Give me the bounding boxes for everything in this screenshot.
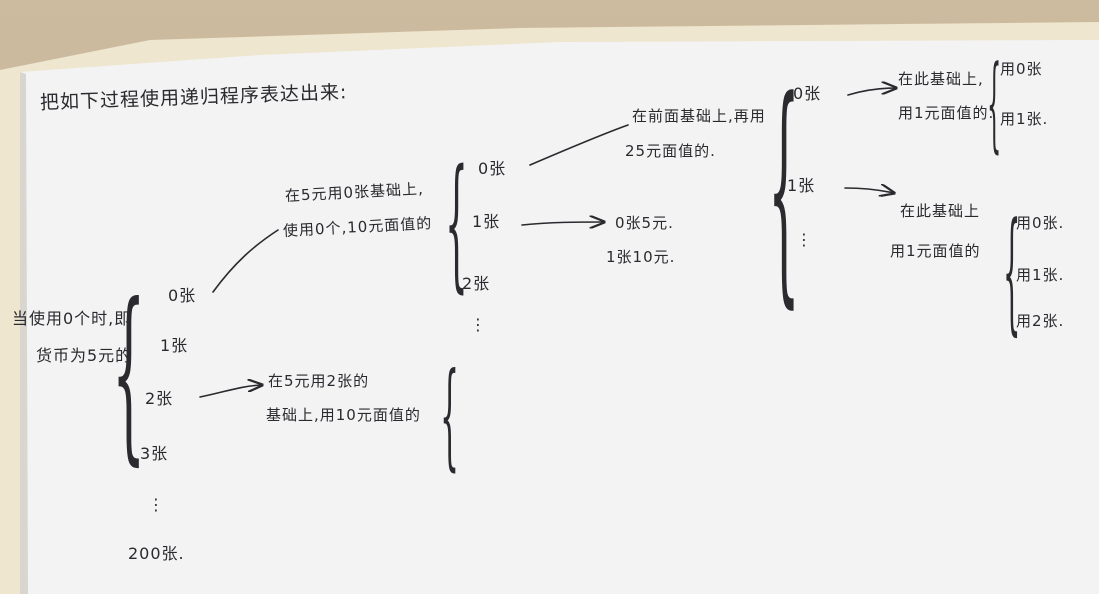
level3-item-1: 1张 [787, 176, 816, 195]
level3-item-0: 0张 [793, 84, 822, 103]
level1-item-200: 200张. [128, 544, 185, 563]
level4b-item-0: 用0张. [1016, 214, 1065, 232]
level4a-item-0: 用0张 [1000, 60, 1043, 78]
connector-l3-0-to-note-a [847, 88, 896, 96]
level3-note-a-line-1: 在此基础上, [898, 70, 984, 88]
level1-note-b-line-2: 基础上,用10元面值的 [266, 406, 421, 424]
level2-brace: { [445, 140, 468, 307]
level2-empty-brace: { [440, 347, 460, 483]
level4b-item-1: 用1张. [1016, 266, 1065, 284]
level3-brace: { [768, 49, 800, 330]
level4b-brace: { [1003, 194, 1021, 348]
level2-item-0: 0张 [478, 159, 507, 178]
connector-l1-0-to-note-a [212, 229, 279, 293]
level4a-brace: { [987, 42, 1002, 164]
connector-l2-1-to-result [521, 222, 604, 225]
level3-ellipsis: ⋮ [796, 230, 813, 249]
level1-brace: { [112, 265, 146, 483]
connector-l2-0-to-note [529, 124, 629, 166]
level1-item-1: 1张 [160, 336, 189, 355]
level1-note-b-line-1: 在5元用2张的 [268, 372, 370, 390]
level4a-item-1: 用1张. [1000, 110, 1049, 128]
root-line-2: 货币为5元的 [36, 346, 133, 365]
level1-item-2: 2张 [145, 389, 174, 408]
level2-note-line-2: 25元面值的. [625, 142, 716, 160]
level2-item-2: 2张 [462, 274, 491, 293]
root-line-1: 当使用0个时,即 [12, 309, 132, 328]
level2-result-line-1: 0张5元. [615, 214, 674, 232]
level1-ellipsis: ⋮ [148, 495, 165, 514]
level2-result-line-2: 1张10元. [606, 248, 676, 266]
level2-ellipsis: ⋮ [470, 315, 487, 334]
level2-note-line-1: 在前面基础上,再用 [632, 107, 766, 125]
level3-note-a-line-2: 用1元面值的. [898, 104, 995, 122]
level3-note-b-line-1: 在此基础上 [900, 202, 981, 220]
connector-l1-2-to-note-b [199, 385, 262, 398]
level1-item-3: 3张 [140, 444, 169, 463]
level1-item-0: 0张 [168, 286, 197, 305]
level3-note-b-line-2: 用1元面值的 [890, 242, 981, 260]
level4b-item-2: 用2张. [1016, 312, 1065, 330]
connector-l3-1-to-note-b [844, 188, 894, 193]
level2-item-1: 1张 [472, 212, 501, 231]
